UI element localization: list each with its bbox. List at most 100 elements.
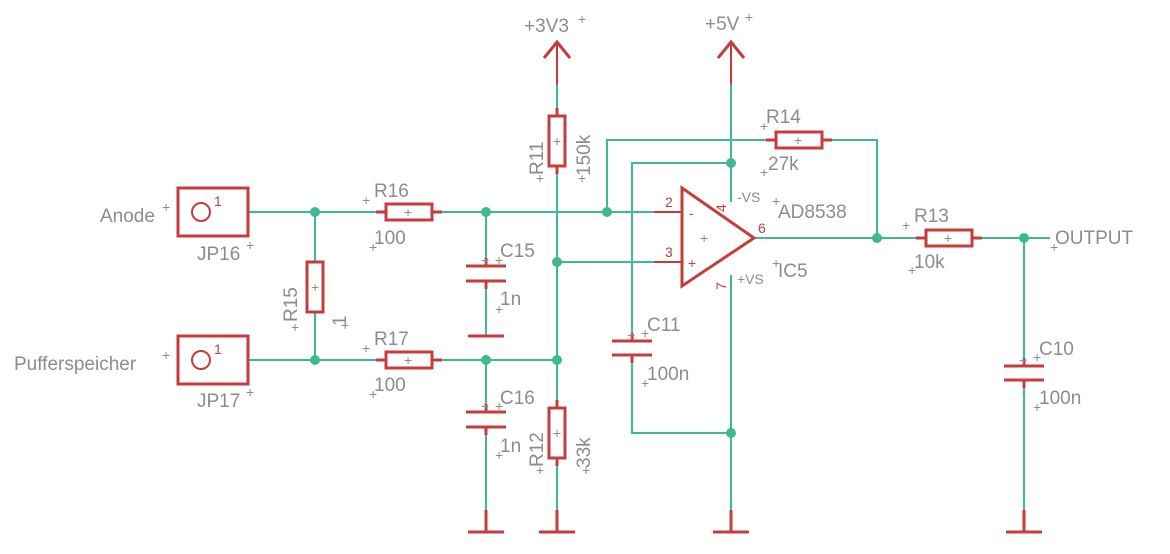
resistor-name: R13 (914, 206, 949, 227)
origin-cross-icon: + (495, 398, 503, 414)
opamp-ic5[interactable]: 2 3 6 4 7 - + + -VS +VS AD8538 + IC5 + (654, 185, 847, 290)
resistor-name: R16 (374, 181, 409, 202)
ground-icon[interactable] (539, 510, 575, 534)
origin-cross-icon: + (1033, 399, 1041, 415)
origin-cross-icon: + (553, 133, 561, 149)
origin-cross-icon: + (536, 170, 544, 186)
net-label-anode: Anode (100, 206, 155, 227)
origin-cross-icon: + (760, 164, 768, 180)
resistor-body (384, 350, 434, 370)
junction-dot (310, 207, 320, 217)
pin-number: 6 (758, 220, 766, 236)
junction-dot (552, 257, 562, 267)
origin-cross-icon: + (794, 132, 802, 148)
origin-cross-icon: + (641, 375, 649, 391)
resistor-name: R15 (281, 287, 302, 322)
origin-cross-icon: + (944, 230, 952, 246)
wires (247, 85, 1050, 532)
origin-cross-icon: + (582, 462, 590, 478)
connector-name: JP17 (197, 391, 240, 412)
capacitor-value: 1n (500, 289, 521, 310)
origin-cross-icon: + (578, 11, 586, 27)
origin-cross-icon: + (404, 352, 412, 368)
resistor-r15[interactable]: + R15 + 1 + (281, 260, 351, 335)
origin-cross-icon: + (341, 317, 349, 333)
origin-cross-icon: + (700, 230, 708, 246)
ground-symbols (468, 510, 1042, 534)
ground-icon[interactable] (1006, 510, 1042, 534)
pin-number: 1 (214, 193, 222, 209)
resistor-value: 100 (374, 375, 406, 396)
resistor-value: 1 (330, 315, 351, 326)
resistor-body (547, 114, 567, 168)
supply-label-3v3: +3V3 (524, 16, 569, 37)
origin-cross-icon: + (362, 340, 370, 356)
ground-icon[interactable] (468, 510, 504, 534)
ground-bar (1006, 510, 1042, 534)
supply-5v[interactable]: +5V + (705, 9, 753, 85)
opamp-input-leads (654, 211, 682, 263)
junction-dot (481, 355, 491, 365)
ground-bar (539, 510, 575, 534)
junction-dot (602, 207, 612, 217)
capacitor-c11[interactable]: + C11 + 100n + (612, 315, 689, 391)
opamp-triangle-icon (680, 185, 757, 289)
resistor-name: R12 (527, 432, 548, 467)
supply-3v3[interactable]: +3V3 + (524, 11, 586, 85)
origin-cross-icon: + (495, 301, 503, 317)
output-label: OUTPUT (1055, 228, 1134, 249)
origin-cross-icon: + (495, 252, 503, 268)
origin-cross-icon: + (481, 252, 489, 268)
origin-cross-icon: + (908, 262, 916, 278)
connector-jp16[interactable]: 1 Anode + JP16 + (100, 186, 254, 265)
junction-dot (310, 355, 320, 365)
origin-cross-icon: + (404, 204, 412, 220)
resistor-body (924, 228, 974, 248)
resistor-name: R14 (766, 107, 801, 128)
capacitor-c16[interactable]: + C16 + 1n + (466, 388, 535, 463)
origin-cross-icon: + (772, 255, 780, 271)
resistor-value: 27k (768, 154, 799, 175)
origin-cross-icon: + (246, 384, 254, 400)
resistor-body (547, 406, 567, 460)
connector-name: JP16 (197, 244, 240, 265)
pin-number: 1 (214, 341, 222, 357)
resistor-value: 100 (374, 228, 406, 249)
junction-dot (552, 355, 562, 365)
resistor-r14[interactable]: + R14 + 27k + (760, 107, 832, 180)
resistor-r13[interactable]: + R13 + 10k + (902, 206, 982, 278)
resistor-r16[interactable]: + R16 + 100 + (362, 181, 442, 255)
junction-dot (726, 158, 736, 168)
resistor-r11[interactable]: + R11 + 150k + (527, 108, 595, 186)
capacitor-name: C16 (500, 388, 535, 409)
capacitor-plates (612, 339, 652, 357)
pin-number: 3 (665, 244, 673, 260)
origin-cross-icon: + (362, 192, 370, 208)
pad-icon (191, 350, 211, 370)
origin-cross-icon: + (745, 9, 753, 25)
origin-cross-icon: + (291, 319, 299, 335)
origin-cross-icon: + (311, 279, 319, 295)
resistor-r12[interactable]: + R12 + 33k + (527, 400, 595, 478)
supply-label-5v: +5V (705, 14, 740, 35)
resistor-value: 10k (914, 252, 945, 273)
origin-cross-icon: + (246, 237, 254, 253)
capacitor-plates (466, 264, 506, 283)
resistor-body (774, 130, 824, 150)
origin-cross-icon: + (1019, 352, 1027, 368)
wire-c11[interactable] (631, 162, 731, 434)
ground-icon[interactable] (713, 510, 749, 534)
output-net-label[interactable]: OUTPUT + (1050, 228, 1134, 255)
capacitor-c10[interactable]: + C10 + 100n + (1004, 339, 1081, 415)
origin-cross-icon: + (1050, 239, 1058, 255)
capacitor-value: 1n (500, 436, 521, 457)
wire-feedback[interactable] (606, 139, 878, 238)
resistor-r17[interactable]: + R17 + 100 + (362, 329, 442, 402)
capacitor-value: 100n (647, 364, 689, 385)
capacitor-c15[interactable]: + C15 + 1n + (466, 241, 535, 338)
origin-cross-icon: + (553, 425, 561, 441)
origin-cross-icon: + (902, 217, 910, 233)
origin-cross-icon: + (627, 327, 635, 343)
origin-cross-icon: + (481, 398, 489, 414)
connector-jp17[interactable]: 1 Pufferspeicher + JP17 + (14, 334, 254, 412)
